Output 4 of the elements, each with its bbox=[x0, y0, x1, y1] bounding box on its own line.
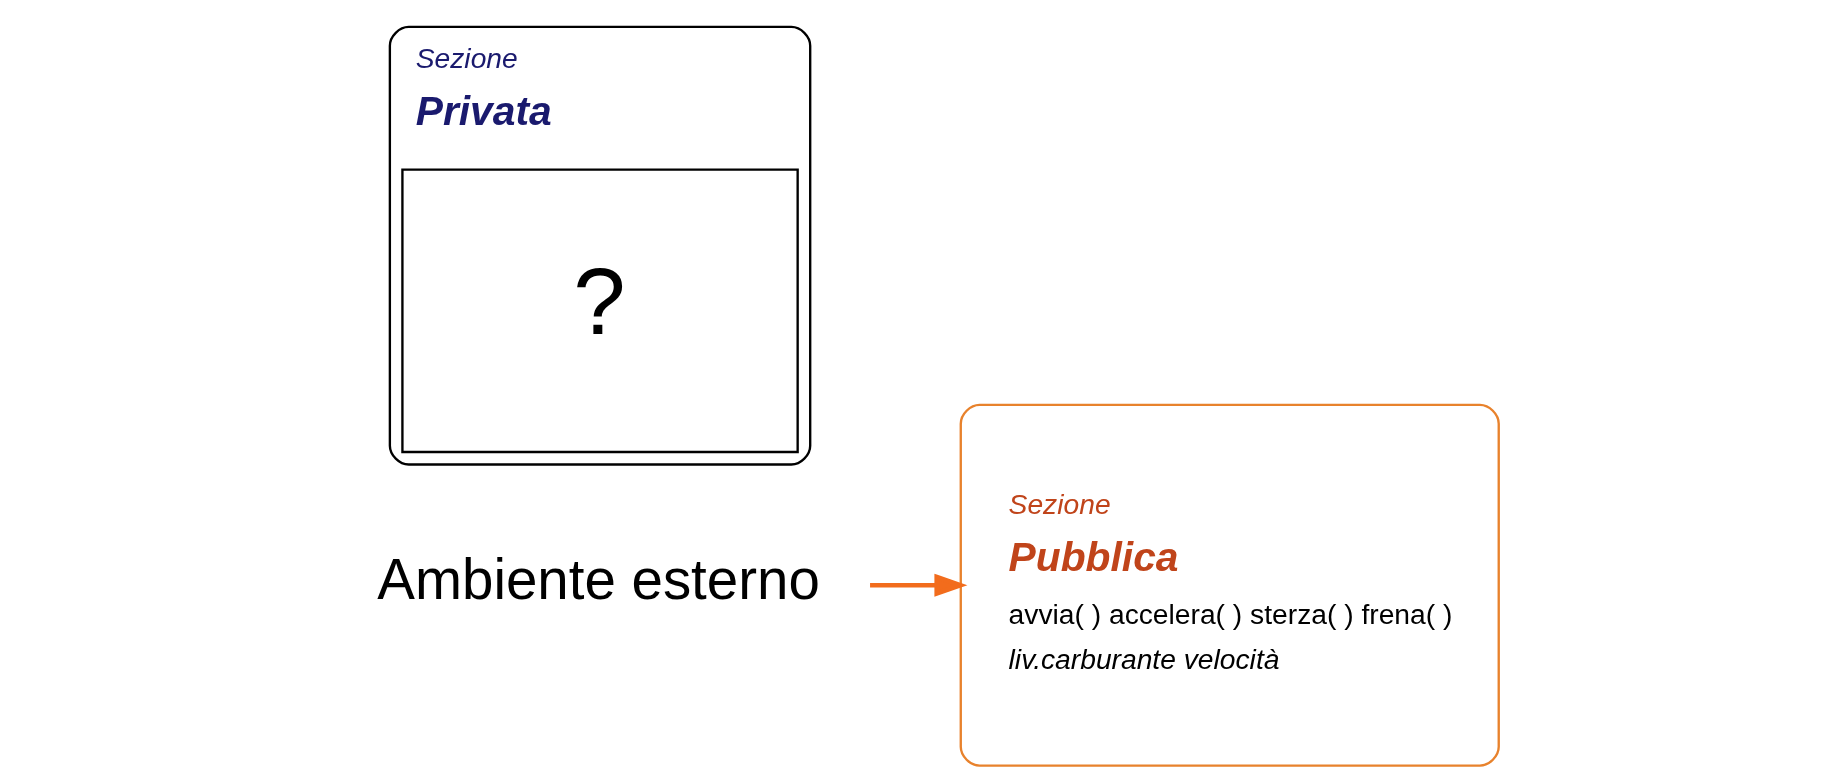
arrow bbox=[869, 573, 967, 597]
node-box: ? bbox=[400, 168, 799, 454]
node-box: Sezione Pubblica avvia( ) accelera( ) sterza( ) frena( ) liv.carburante velocità bbox=[959, 403, 1500, 767]
node-text: Ambiente esterno bbox=[376, 548, 820, 612]
